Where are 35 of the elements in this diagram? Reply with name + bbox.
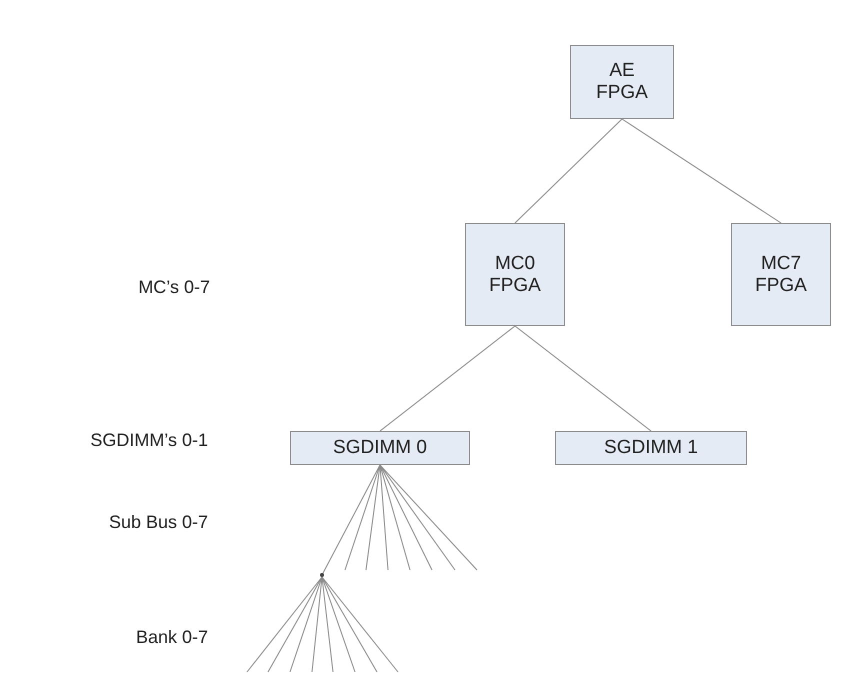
connector-line [312,576,322,672]
connector-line [514,326,652,432]
connector-line [622,118,782,224]
connector-line [322,576,356,672]
node-label: SGDIMM 1 [604,437,698,459]
connector-line [380,464,432,570]
connector-line [380,326,516,432]
fpga-box [555,431,747,465]
level-label: MC’s 0-7 [137,277,210,298]
connector-line [322,576,334,672]
connector-line [322,576,398,672]
connector-line [246,576,322,672]
node-label: MC0 FPGA [488,252,542,296]
connector-line [380,464,410,570]
fpga-box [731,223,831,326]
connector-line [322,576,378,672]
connector-line [344,464,380,570]
fpga-box [290,431,470,465]
level-label: Sub Bus 0-7 [108,512,208,533]
fpga-box [570,45,674,119]
node-label: MC7 FPGA [754,252,808,296]
level-label: Bank 0-7 [134,627,208,648]
connector-line [380,464,388,570]
fpga-box [465,223,565,326]
connector-line [514,118,622,224]
connector-line [322,464,380,576]
level-label: SGDIMM’s 0-1 [89,430,208,451]
node-label: SGDIMM 0 [333,437,427,459]
node-label: AE FPGA [595,60,649,104]
connector-line [366,464,380,570]
junction-dot [320,573,324,577]
connector-line [268,576,322,672]
connector-line [380,464,456,570]
connector-line [380,464,478,570]
connector-line [290,576,322,672]
